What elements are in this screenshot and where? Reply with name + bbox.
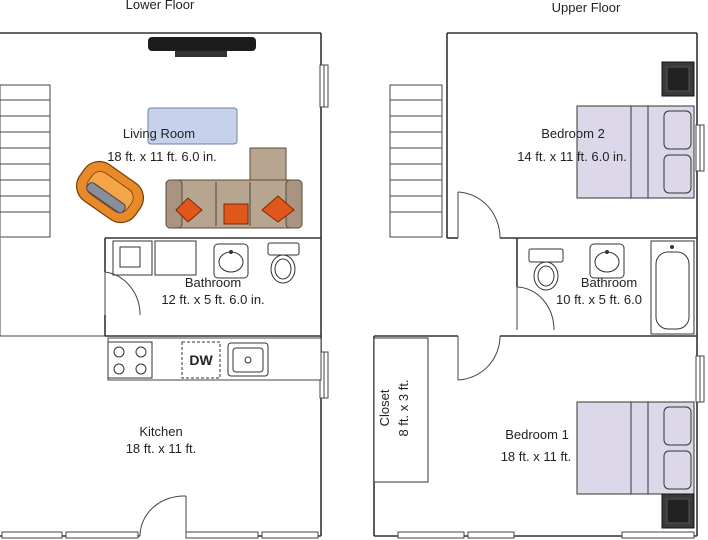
kitchen-name: Kitchen: [139, 424, 182, 439]
door-swing: [457, 335, 501, 381]
lower-bathroom-dims: 12 ft. x 5 ft. 6.0 in.: [161, 292, 264, 307]
bedroom2-name: Bedroom 2: [541, 126, 605, 141]
kitchen-sink-icon: [227, 342, 269, 377]
door-swing: [516, 286, 555, 331]
washer-icon: [112, 240, 153, 276]
lower-floor: Living Room 18 ft. x 11 ft. 6.0 in. Bath…: [0, 32, 329, 539]
bedroom1-dims: 18 ft. x 11 ft.: [501, 449, 572, 464]
sink-icon: [589, 243, 625, 279]
closet-name: Closet: [377, 389, 392, 426]
window: [695, 355, 705, 403]
upper-bathroom-name: Bathroom: [581, 275, 637, 290]
closet-dims: 8 ft. x 3 ft.: [396, 379, 411, 436]
nightstand-icon: [661, 61, 695, 97]
dishwasher-label: DW: [189, 352, 213, 368]
bathtub-icon: [650, 240, 695, 335]
lower-floor-title: Lower Floor: [126, 0, 195, 12]
lower-bathroom-name: Bathroom: [185, 275, 241, 290]
upper-floor-title: Upper Floor: [552, 0, 621, 15]
upper-floor: Bedroom 2 14 ft. x 11 ft. 6.0 in. Bathro…: [373, 32, 705, 539]
stove-icon: [107, 341, 153, 379]
toilet-icon: [528, 248, 564, 291]
stairs: [0, 84, 51, 238]
door-swing: [139, 495, 187, 537]
kitchen-counter: DW: [107, 337, 322, 381]
upper-bathroom-dims: 10 ft. x 5 ft. 6.0: [556, 292, 642, 307]
door-swing: [104, 271, 141, 316]
armchair-icon: [75, 160, 145, 224]
window: [319, 64, 329, 108]
stairs: [389, 84, 443, 238]
window: [397, 531, 695, 539]
window: [695, 124, 705, 172]
living-room-dims: 18 ft. x 11 ft. 6.0 in.: [107, 149, 217, 164]
bed-icon: [576, 401, 695, 495]
nightstand-icon: [661, 493, 695, 529]
dishwasher-icon: DW: [181, 341, 221, 379]
living-room-name: Living Room: [123, 126, 195, 141]
tv-icon: [148, 37, 256, 57]
closet: Closet 8 ft. x 3 ft.: [373, 337, 429, 483]
window: [1, 531, 319, 539]
door-swing: [457, 191, 501, 239]
kitchen-dims: 18 ft. x 11 ft.: [126, 441, 197, 456]
bedroom1-name: Bedroom 1: [505, 427, 569, 442]
sink-icon: [213, 243, 249, 279]
toilet-icon: [267, 242, 300, 284]
sofa-icon: [165, 147, 303, 229]
rug: [147, 107, 238, 145]
bedroom2-dims: 14 ft. x 11 ft. 6.0 in.: [517, 149, 627, 164]
dryer-icon: [154, 240, 197, 276]
bed-icon: [576, 105, 695, 199]
